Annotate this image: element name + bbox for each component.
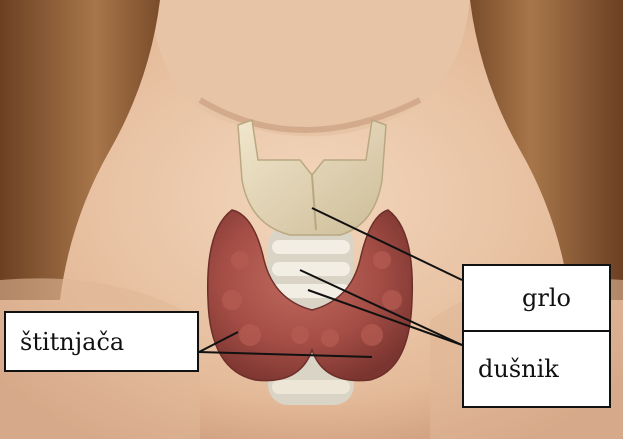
label-larynx: grlo <box>462 264 611 332</box>
label-larynx-text: grlo <box>522 284 571 312</box>
label-thyroid-text: štitnjača <box>20 328 124 356</box>
label-trachea: dušnik <box>462 330 611 408</box>
label-trachea-text: dušnik <box>478 355 559 383</box>
label-thyroid: štitnjača <box>4 311 199 372</box>
